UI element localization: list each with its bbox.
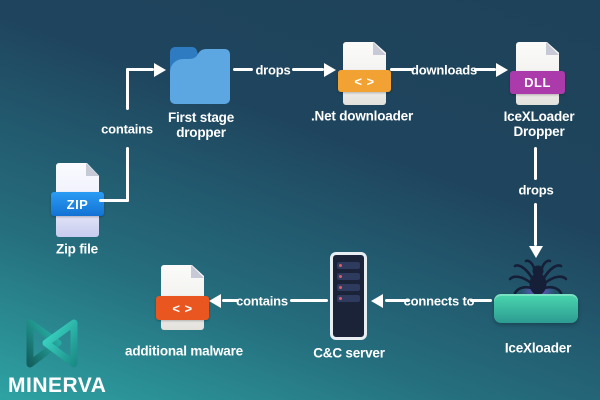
- connector-line: [233, 68, 253, 71]
- icexloader-label: IceXloader: [504, 340, 572, 356]
- additional-malware-label: additional malware: [125, 343, 243, 359]
- connector-line: [385, 299, 410, 302]
- server-icon: [330, 252, 367, 340]
- connector-line: [126, 68, 129, 110]
- arrowhead-right-icon: [496, 63, 508, 77]
- edge-label-drops-1: drops: [255, 62, 291, 78]
- server-slot: [337, 273, 360, 280]
- connector-line: [292, 68, 324, 71]
- ice-platform: [494, 294, 578, 323]
- arrowhead-left-icon: [209, 294, 221, 308]
- server-slot: [337, 284, 360, 291]
- zip-file-label: Zip file: [56, 241, 98, 257]
- minerva-logo-text: MINERVA: [8, 374, 107, 397]
- edge-label-contains-1: contains: [101, 121, 153, 137]
- zip-file-icon: ZIP: [51, 163, 104, 237]
- connector-line: [126, 68, 154, 71]
- connector-line: [99, 199, 129, 202]
- edge-label-contains-2: contains: [236, 293, 288, 309]
- connector-line: [534, 147, 537, 180]
- dll-badge: DLL: [510, 71, 565, 94]
- additional-malware-icon: < >: [156, 265, 209, 330]
- zip-badge: ZIP: [51, 192, 104, 216]
- connector-line: [474, 68, 496, 71]
- arrowhead-right-icon: [324, 63, 336, 77]
- folder-icon: [170, 46, 230, 104]
- cc-server-label: C&C server: [313, 345, 385, 361]
- connector-line: [126, 147, 129, 202]
- net-downloader-icon: < >: [338, 42, 391, 105]
- connector-line: [222, 299, 239, 302]
- edge-label-drops-2: drops: [518, 182, 554, 198]
- icexloader-dropper-label: IceXLoader Dropper: [503, 109, 575, 139]
- connector-line: [470, 299, 492, 302]
- code-badge: < >: [338, 70, 391, 92]
- server-slot: [337, 295, 360, 302]
- edge-label-downloads: downloads: [410, 62, 478, 78]
- arrowhead-left-icon: [371, 294, 383, 308]
- first-stage-dropper-label: First stage dropper: [167, 110, 235, 140]
- net-downloader-label: .Net downloader: [310, 108, 414, 124]
- code-badge: < >: [156, 296, 209, 320]
- arrowhead-down-icon: [529, 246, 543, 258]
- connector-line: [534, 203, 537, 246]
- connector-line: [290, 299, 328, 302]
- minerva-logo-icon: [26, 319, 78, 368]
- server-slot: [337, 262, 360, 269]
- file-fold-corner: [86, 163, 99, 176]
- connector-line: [390, 68, 414, 71]
- arrowhead-right-icon: [154, 63, 166, 77]
- edge-label-connects-to: connects to: [403, 293, 475, 309]
- icexloader-dropper-icon: DLL: [510, 42, 565, 105]
